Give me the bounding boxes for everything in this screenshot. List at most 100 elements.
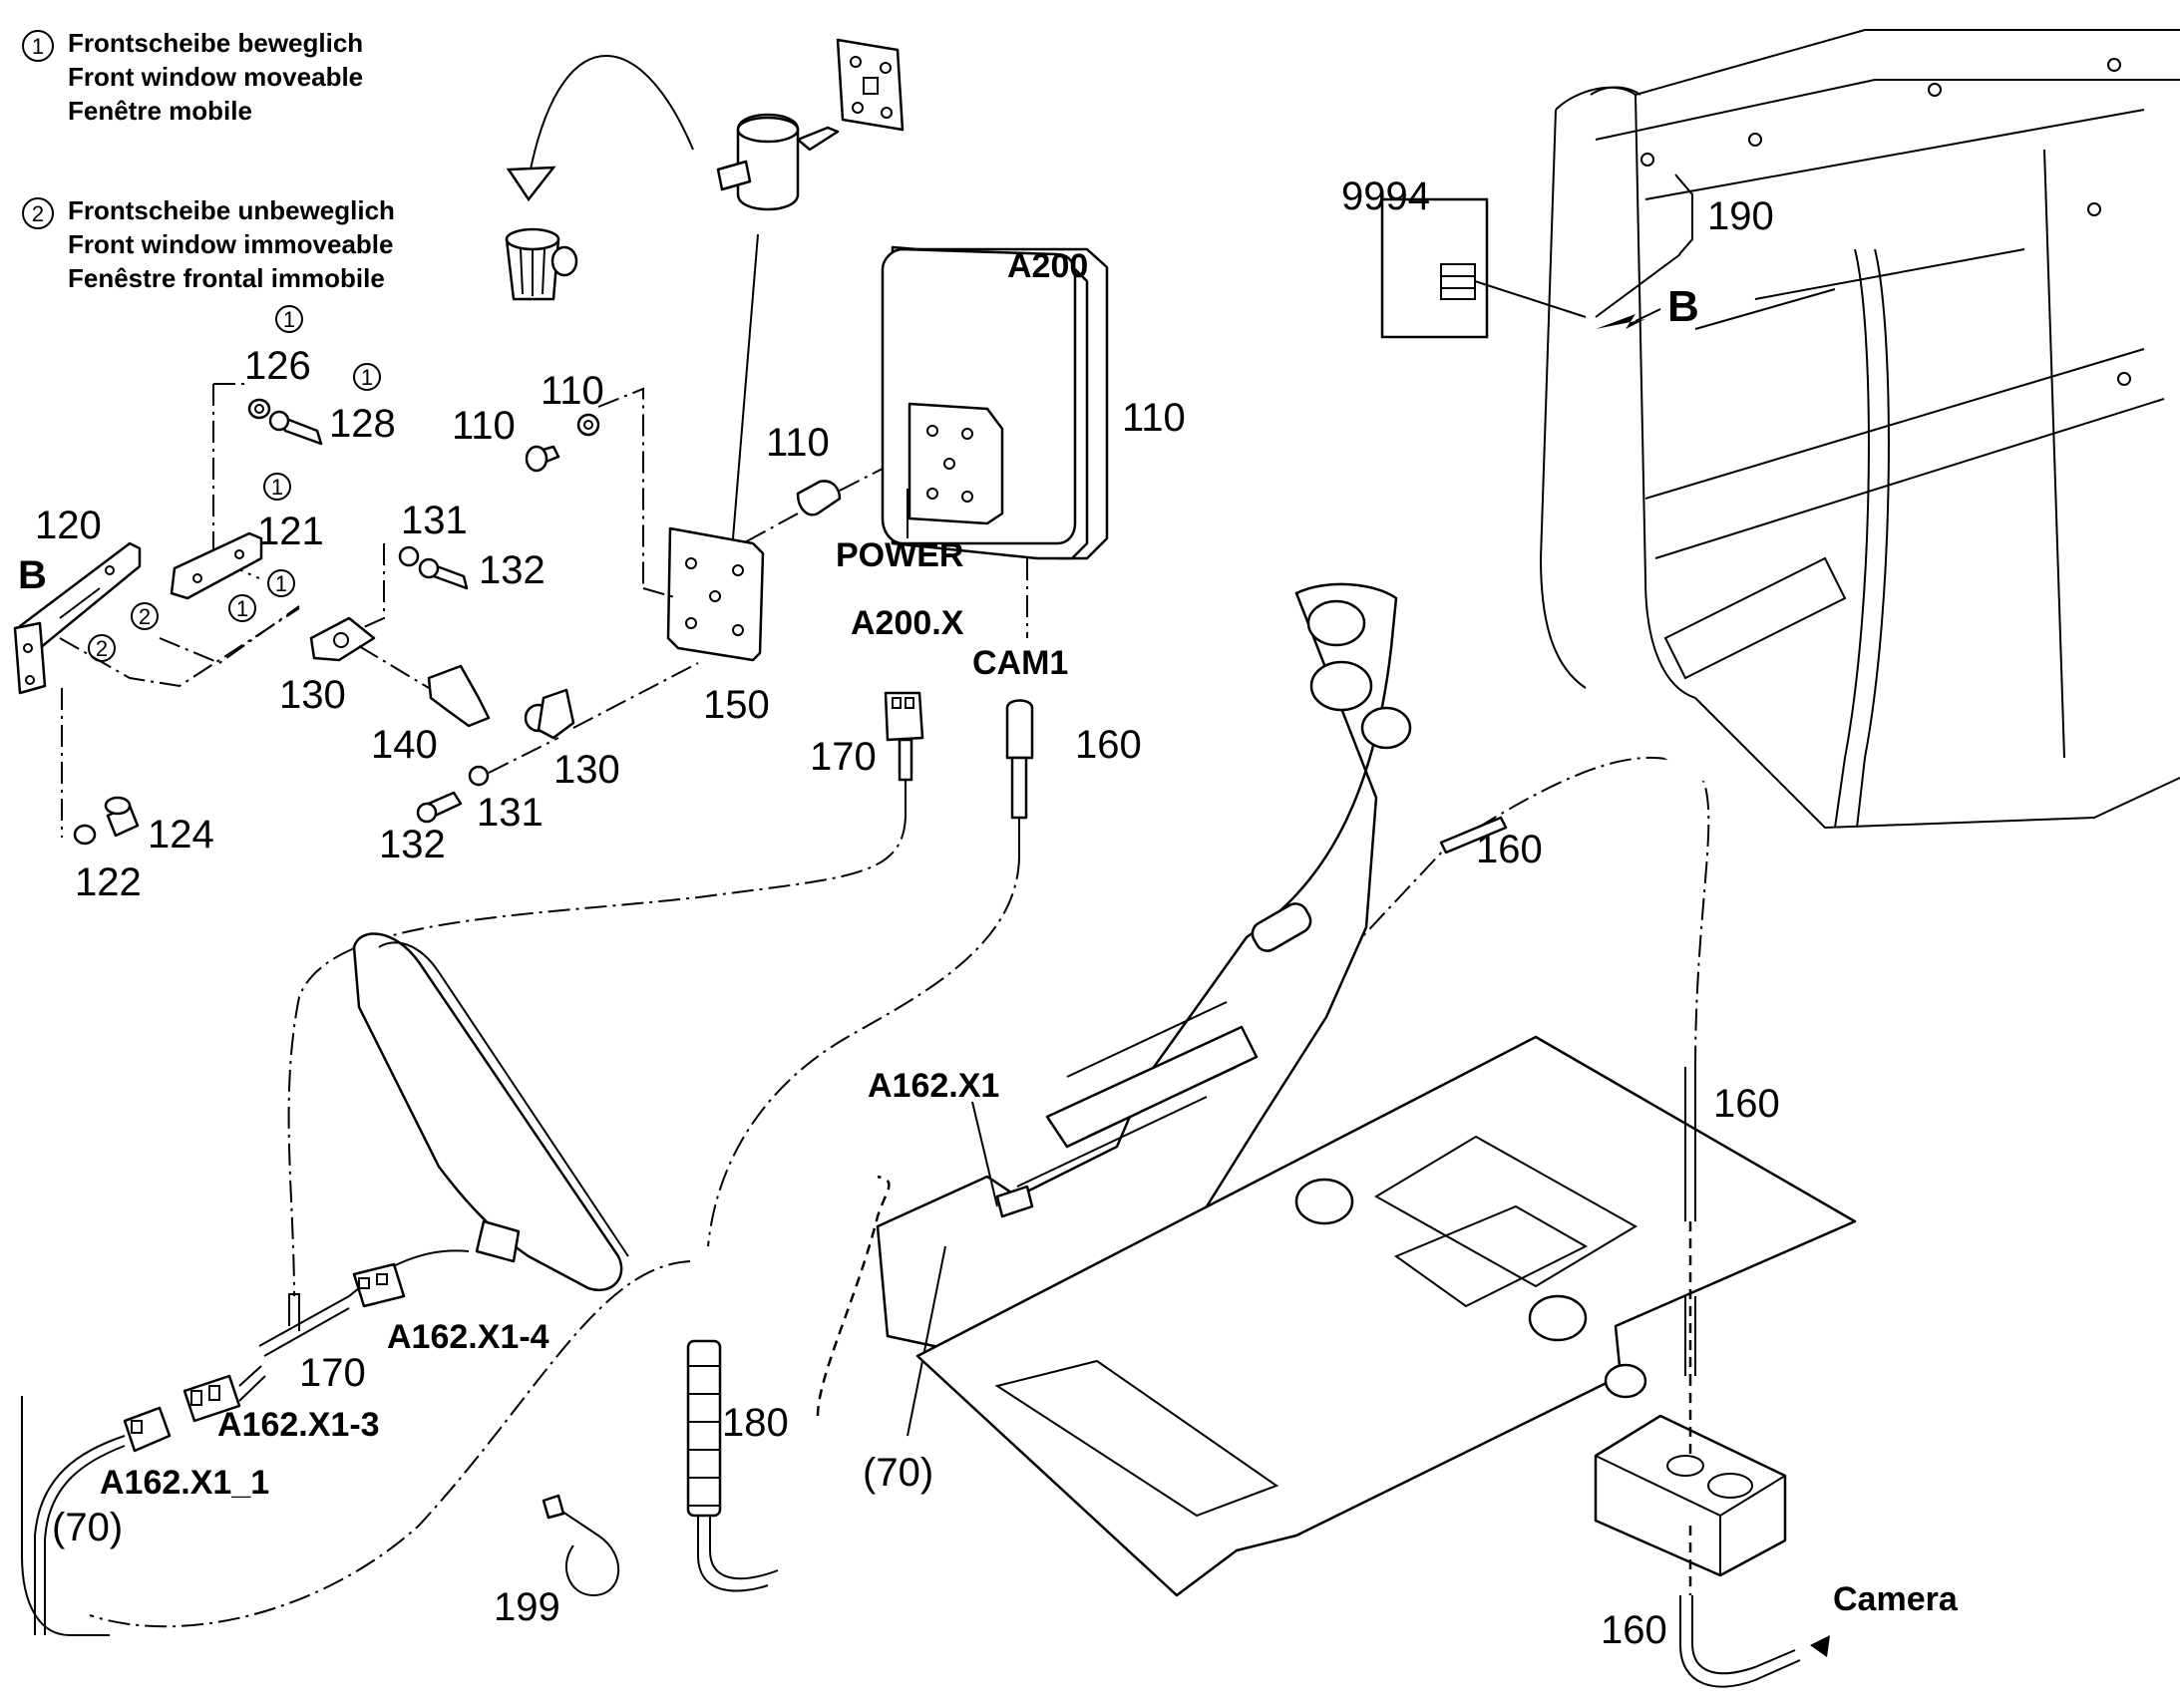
- marker-126: 1: [283, 307, 295, 332]
- legend-2-fr: Fenêstre frontal immobile: [68, 263, 385, 293]
- monitor-side-view: [348, 932, 629, 1297]
- decal-9994: [1380, 197, 1489, 339]
- removal-arrow: [528, 55, 694, 180]
- marker-1-b: 1: [236, 596, 248, 621]
- legend-1-fr: Fenêtre mobile: [68, 96, 252, 126]
- connector-170-top: [884, 691, 924, 742]
- label-120: 120: [35, 504, 102, 547]
- latch-base-130-left: [309, 616, 376, 662]
- legend-1-de: Frontscheibe beweglich: [68, 28, 363, 58]
- trash-bin-icon: [505, 227, 578, 301]
- label-camera: Camera: [1833, 1580, 1959, 1618]
- label-160-bottom: 160: [1601, 1608, 1667, 1652]
- cab-frame: 9994 190 B: [1341, 20, 2180, 830]
- label-140: 140: [371, 723, 438, 767]
- label-131-top: 131: [401, 499, 468, 542]
- label-126: 126: [244, 344, 311, 388]
- label-a162x1-1: A162.X1_1: [100, 1464, 269, 1502]
- label-110-screw: 110: [452, 404, 516, 448]
- latch-lever-140: [427, 664, 491, 728]
- spacer-110: [796, 480, 842, 516]
- label-128: 128: [329, 402, 396, 446]
- label-190: 190: [1707, 194, 1774, 238]
- label-121: 121: [257, 510, 324, 553]
- washer-131-bottom: [468, 765, 490, 787]
- hinge-plate-121: [170, 531, 263, 600]
- label-a200: A200: [1007, 247, 1088, 285]
- connector-a162x1: [995, 1185, 1034, 1218]
- label-110-washer: 110: [541, 369, 604, 413]
- label-110-frame: 110: [1122, 396, 1186, 440]
- washer-122: [73, 824, 97, 846]
- cable-protector-180: 180: [686, 1175, 891, 1592]
- legend-2-de: Frontscheibe unbeweglich: [68, 195, 395, 225]
- label-cam1: CAM1: [972, 644, 1068, 682]
- harness-connectors: A162.X1-4 A162.X1-3 170 A162.X1_1 (70): [21, 1262, 549, 1636]
- washer-126: [247, 398, 271, 420]
- cable-70-route: [89, 1260, 691, 1628]
- label-160-mid: 160: [1476, 828, 1543, 871]
- marker-128: 1: [361, 365, 373, 390]
- label-122: 122: [75, 860, 142, 904]
- bracket-190: [1674, 173, 1693, 255]
- label-150: 150: [703, 683, 770, 727]
- label-132-top: 132: [479, 548, 545, 592]
- monitor-connectors: 170 160: [810, 691, 1142, 857]
- label-a200x: A200.X: [851, 604, 964, 642]
- marker-2-b: 2: [96, 636, 108, 661]
- label-a162x1-3: A162.X1-3: [217, 1406, 380, 1444]
- label-130-left: 130: [279, 673, 346, 717]
- hinge-assembly: 1 126 1 128 1 121 120 B 2 2 1 1: [13, 305, 396, 838]
- washer-110: [576, 413, 600, 437]
- label-132-bottom: 132: [379, 823, 446, 866]
- label-110-spacer: 110: [766, 421, 830, 465]
- old-mounting-plate: [836, 38, 905, 132]
- marker-2-a: 2: [139, 604, 151, 629]
- camera-arrow-icon: [1810, 1635, 1830, 1657]
- legend-marker-1: [22, 30, 54, 62]
- cable-grommet-box: [1594, 1414, 1787, 1577]
- monitor-a200: A200 110 POWER A200.X CAM1: [836, 245, 1186, 682]
- connector-a162x1-1: [123, 1406, 172, 1453]
- camera-cable-160: 160 160 160 Camera: [1439, 816, 1959, 1688]
- legend-marker-2-text: 2: [32, 201, 44, 226]
- label-9994: 9994: [1341, 174, 1430, 218]
- legend-1-en: Front window moveable: [68, 62, 363, 92]
- latch-base-130-right: [537, 688, 575, 740]
- mount-bracket-group: 110 150 110 110: [452, 369, 884, 727]
- label-70-left: (70): [52, 1506, 123, 1549]
- monitor-mount-pad: [908, 402, 1004, 525]
- cab-chassis: A162.X1 (70): [863, 582, 1857, 1597]
- label-199: 199: [494, 1585, 560, 1629]
- cable-160-route: [707, 856, 1020, 1247]
- label-180: 180: [722, 1401, 789, 1445]
- label-a162x1: A162.X1: [868, 1067, 999, 1105]
- legend: 1 Frontscheibe beweglich Front window mo…: [22, 28, 395, 293]
- label-170-bottom: 170: [299, 1351, 366, 1395]
- obsolete-parts-group: [505, 38, 905, 539]
- marker-121: 1: [271, 475, 283, 500]
- legend-2-en: Front window immoveable: [68, 229, 393, 259]
- label-131-bottom: 131: [477, 791, 544, 835]
- bracket-150: [666, 526, 765, 662]
- cable-160-overhead: [1445, 756, 1710, 1068]
- view-b-right: B: [1667, 282, 1699, 331]
- washer-131-top: [398, 545, 420, 567]
- label-70-mid: (70): [863, 1451, 933, 1495]
- cable-tie-199: 199: [494, 1494, 620, 1629]
- latch-assembly: 131 132 130 140 130 132 131 124 122: [73, 499, 699, 904]
- label-130-right: 130: [553, 748, 620, 792]
- connector-160-top: [1005, 699, 1034, 760]
- label-160-top: 160: [1075, 723, 1142, 767]
- label-160-right: 160: [1713, 1082, 1780, 1126]
- label-124: 124: [148, 813, 214, 856]
- label-power: POWER: [836, 536, 963, 574]
- legend-marker-1-text: 1: [32, 34, 44, 59]
- connector-a162x1-3: [182, 1374, 241, 1423]
- label-170-top: 170: [810, 735, 877, 779]
- legend-marker-2: [22, 197, 54, 229]
- label-a162x1-4: A162.X1-4: [387, 1318, 549, 1356]
- cable-170-route: [287, 817, 907, 1297]
- view-b-left: B: [18, 553, 47, 597]
